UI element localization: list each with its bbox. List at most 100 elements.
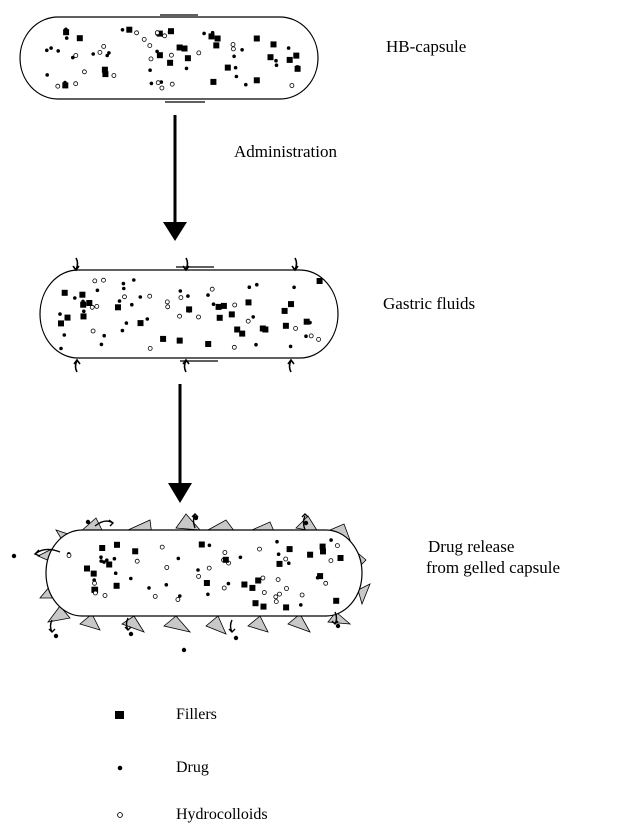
hydrocolloid-particle [274, 600, 278, 604]
hydrocolloid-particle [262, 591, 266, 595]
drug-particle [240, 48, 244, 52]
drug-particle [122, 287, 126, 291]
hydrocolloid-particle [284, 557, 288, 561]
drug-particle [234, 66, 238, 70]
drug-particle [125, 321, 129, 325]
drug-release-label-line2: from gelled capsule [426, 557, 560, 579]
gel-fragment [206, 616, 226, 634]
administration-arrowhead [163, 222, 187, 241]
filler-particle [261, 604, 267, 610]
drug-particle [58, 312, 62, 316]
filler-particle [295, 66, 301, 72]
hydrocolloid-particle [148, 44, 152, 48]
filler-particle [304, 319, 310, 325]
hydrocolloid-particle [166, 305, 170, 309]
hydrocolloid-particle [142, 37, 146, 41]
gastric-fluids-label: Gastric fluids [383, 293, 475, 315]
drug-particle [304, 334, 308, 338]
drug-particle [206, 593, 210, 597]
filler-particle [77, 35, 83, 41]
hydrocolloid-particle [95, 304, 99, 308]
filler-particle [288, 301, 294, 307]
drug-particle [206, 293, 210, 297]
hydrocolloid-particle [179, 296, 183, 300]
drug-particle [63, 333, 67, 337]
hydrocolloid-particle [197, 574, 201, 578]
hydrocolloid-particle [67, 554, 71, 558]
filler-particle [58, 320, 64, 326]
drug-particle [177, 557, 181, 561]
filler-particle [241, 582, 247, 588]
drug-particle [277, 552, 281, 556]
filler-particle [217, 315, 223, 321]
administration-label: Administration [234, 141, 337, 163]
drug-particle [132, 278, 136, 282]
drug-particle [114, 571, 118, 575]
released-drug-particle [129, 632, 133, 636]
hydrocolloid-particle [165, 566, 169, 570]
hydrocolloid-particle [160, 545, 164, 549]
drug-particle [122, 282, 126, 286]
hydrocolloid-particle [222, 586, 226, 590]
hydrocolloid-particle [300, 593, 304, 597]
filler-particle [239, 331, 245, 337]
drug-particle [130, 303, 134, 307]
fluid-arrow-icon [292, 258, 298, 270]
fluid-arrow-icon [183, 258, 189, 270]
drug-particle [329, 538, 333, 542]
filler-particle [62, 290, 68, 296]
drug-particle [139, 295, 143, 299]
drug-particle [121, 28, 125, 32]
drug-particle [113, 557, 117, 561]
drug-particle [165, 583, 169, 587]
hydrocolloid-particle [170, 82, 174, 86]
filler-particle [229, 311, 235, 317]
gel-fragment [122, 616, 144, 632]
filler-particle [132, 548, 138, 554]
drug-particle [107, 51, 111, 55]
filler-particle [213, 42, 219, 48]
filler-particle [283, 323, 289, 329]
hydrocolloid-particle [74, 82, 78, 86]
filler-particle [282, 308, 288, 314]
hydrocolloid-particle [156, 81, 160, 85]
fillers-legend-label: Fillers [176, 705, 217, 725]
drug-particle [251, 315, 255, 319]
filler-particle [62, 82, 68, 88]
drug-particle [196, 568, 200, 572]
drug-particle [178, 594, 182, 598]
released-drug-particle [336, 624, 340, 628]
hydrocolloid-particle [290, 84, 294, 88]
filler-particle [221, 303, 227, 309]
filler-particle [254, 77, 260, 83]
drug-particle [187, 309, 191, 313]
drug-particle [289, 345, 293, 349]
filler-particle [81, 313, 87, 319]
hydrocolloid-particle [258, 547, 262, 551]
drug-particle [56, 49, 60, 53]
drug-particle [99, 555, 103, 559]
gel-fragment [288, 614, 310, 632]
drug-particle [232, 55, 236, 59]
drug-particle [96, 289, 100, 293]
release-arrow-icon [229, 620, 235, 632]
filler-particle [287, 57, 293, 63]
filler-particle [215, 36, 221, 42]
filler-particle [210, 79, 216, 85]
hydrocolloid-particle [294, 326, 298, 330]
drug-release-label-line1: Drug release [428, 536, 514, 558]
drug-particle [103, 72, 107, 76]
filler-particle [185, 55, 191, 61]
filler-particle [63, 29, 69, 35]
hydrocolloid-particle [123, 295, 127, 299]
drug-particle [71, 56, 75, 60]
filler-particle [205, 341, 211, 347]
drug-particle [235, 75, 239, 79]
filler-particle [246, 299, 252, 305]
hydrocolloid-particle [149, 57, 153, 61]
drug-particle [287, 561, 291, 565]
released-drug-particle [194, 516, 198, 520]
gel-fragment [248, 616, 268, 632]
filler-particle [317, 278, 323, 284]
